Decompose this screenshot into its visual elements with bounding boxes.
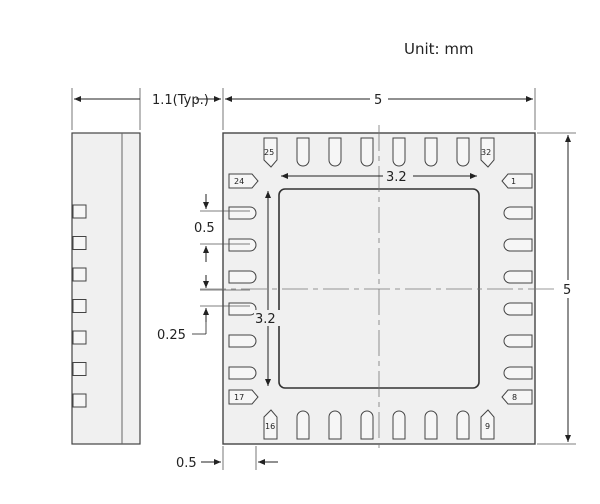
top-dimensions: 1.1(Typ.) 5 (71, 88, 536, 130)
top-pin (456, 137, 470, 167)
pin-length-dimension: 0.5 (176, 446, 278, 471)
pad-width-dimension: 3.2 (281, 168, 477, 185)
pin-24-label: 24 (234, 177, 244, 186)
pin-width-label: 0.25 (157, 328, 186, 343)
side-lead (72, 204, 87, 219)
pin-9-marker (480, 409, 495, 440)
top-pin (424, 137, 438, 167)
unit-label: Unit: mm (404, 40, 474, 58)
side-view-body (71, 132, 141, 445)
right-pin (503, 238, 533, 252)
bottom-pin (424, 410, 438, 440)
right-pin (503, 302, 533, 316)
pin-25-marker (263, 137, 278, 168)
bottom-pin (392, 410, 406, 440)
pin-17-marker (228, 389, 259, 405)
right-pin (503, 366, 533, 380)
side-lead (72, 330, 87, 345)
side-lead (72, 267, 87, 282)
pin-9-label: 9 (485, 422, 490, 431)
pin-32-marker (480, 137, 495, 168)
bottom-pin (296, 410, 310, 440)
side-lead (72, 236, 87, 250)
bottom-pin (328, 410, 342, 440)
right-pin (503, 206, 533, 220)
bottom-pin (360, 410, 374, 440)
left-pin (228, 302, 257, 316)
side-thickness-label: 1.1(Typ.) (152, 93, 209, 108)
pin-pitch-label: 0.5 (194, 221, 215, 236)
pin-16-label: 16 (265, 422, 275, 431)
pin-32-label: 32 (481, 148, 491, 157)
body-height-label: 5 (563, 283, 571, 298)
bottom-pin (456, 410, 470, 440)
side-view (71, 132, 141, 445)
side-lead (72, 362, 87, 376)
side-view-leads (72, 204, 87, 408)
bottom-view: 1 8 9 16 17 24 25 32 (200, 125, 558, 452)
pin-16-marker (263, 409, 278, 440)
left-pin (228, 270, 257, 284)
pin-width-dimension: 0.25 (157, 275, 250, 343)
top-pin (392, 137, 406, 167)
left-pin (228, 238, 257, 252)
top-pin (328, 137, 342, 167)
body-height-dimension: 5 (537, 132, 576, 445)
pad-height-dimension: 3.2 (254, 191, 280, 386)
pad-width-label: 3.2 (386, 170, 407, 185)
top-pin (296, 137, 310, 167)
pin-17-label: 17 (234, 393, 244, 402)
pin-8-label: 8 (512, 393, 517, 402)
pin-8-marker (501, 389, 533, 405)
side-lead (72, 299, 87, 313)
pad-height-label: 3.2 (255, 312, 276, 327)
right-pin (503, 270, 533, 284)
right-pin (503, 334, 533, 348)
pin-25-label: 25 (264, 148, 274, 157)
left-pin (228, 206, 257, 220)
left-pin (228, 334, 257, 348)
left-pin (228, 366, 257, 380)
pin-24-marker (228, 173, 259, 189)
top-pin (360, 137, 374, 167)
body-width-label: 5 (374, 93, 382, 108)
side-lead (72, 393, 87, 408)
pin-1-label: 1 (511, 177, 516, 186)
pin-pitch-dimension: 0.5 (194, 194, 250, 262)
pin-1-marker (501, 173, 533, 189)
pin-length-label: 0.5 (176, 456, 197, 471)
package-pins (228, 137, 533, 440)
